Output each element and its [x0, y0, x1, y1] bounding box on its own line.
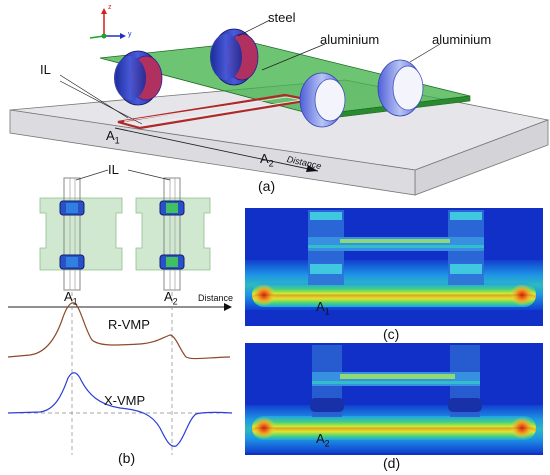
distance-label-b: Distance [198, 293, 234, 303]
sketch-cable-a1 [63, 177, 81, 291]
il-label-b: IL [108, 162, 119, 177]
axis-triad-icon [89, 8, 126, 39]
a2-label-d: A2 [316, 431, 330, 449]
a1-label-b: A1 [64, 289, 78, 307]
steel-ring-2 [210, 28, 259, 86]
steel-label: steel [268, 10, 296, 25]
sketch-plate-right [135, 197, 211, 271]
a1-label-a: A1 [106, 128, 120, 146]
x-vmp-label: X-VMP [104, 393, 146, 408]
r-vmp-curve [7, 302, 231, 360]
aluminium-ring-2 [377, 59, 424, 117]
field-band-c [252, 283, 536, 307]
sketch-aluminium-rings [159, 200, 185, 270]
panel-d-label: (d) [383, 455, 401, 471]
field-band-d [252, 416, 536, 440]
distance-arrowhead-a [306, 165, 318, 172]
il-label-a: IL [40, 62, 51, 77]
axis-z-label: z [108, 4, 112, 11]
a2-label-a: A2 [260, 151, 274, 169]
panel-a-label: (a) [258, 178, 276, 194]
sketch-plate-left [39, 197, 123, 271]
aluminium-label-1: aluminium [320, 32, 380, 47]
sketch-steel-rings [59, 200, 85, 270]
steel-ring-1 [114, 50, 163, 106]
x-vmp-curve [7, 372, 233, 447]
aluminium-ring-1 [299, 72, 346, 128]
ground-slab-left [9, 109, 416, 196]
aluminium-label-2: aluminium [432, 32, 492, 47]
panel-b-label: (b) [118, 450, 136, 466]
sketch-cable-a2 [163, 177, 181, 291]
distance-line-a [114, 127, 319, 172]
panel-d-field-map [245, 343, 543, 455]
a2-label-b: A2 [164, 289, 178, 307]
r-vmp-label: R-VMP [108, 317, 150, 332]
a1-label-c: A1 [316, 299, 330, 317]
panel-b-sketch [7, 169, 233, 455]
panel-c-field-map [245, 208, 543, 326]
axis-y-label: y [128, 31, 132, 38]
panel-a-scene [9, 8, 550, 196]
panel-c-label: (c) [383, 326, 400, 342]
